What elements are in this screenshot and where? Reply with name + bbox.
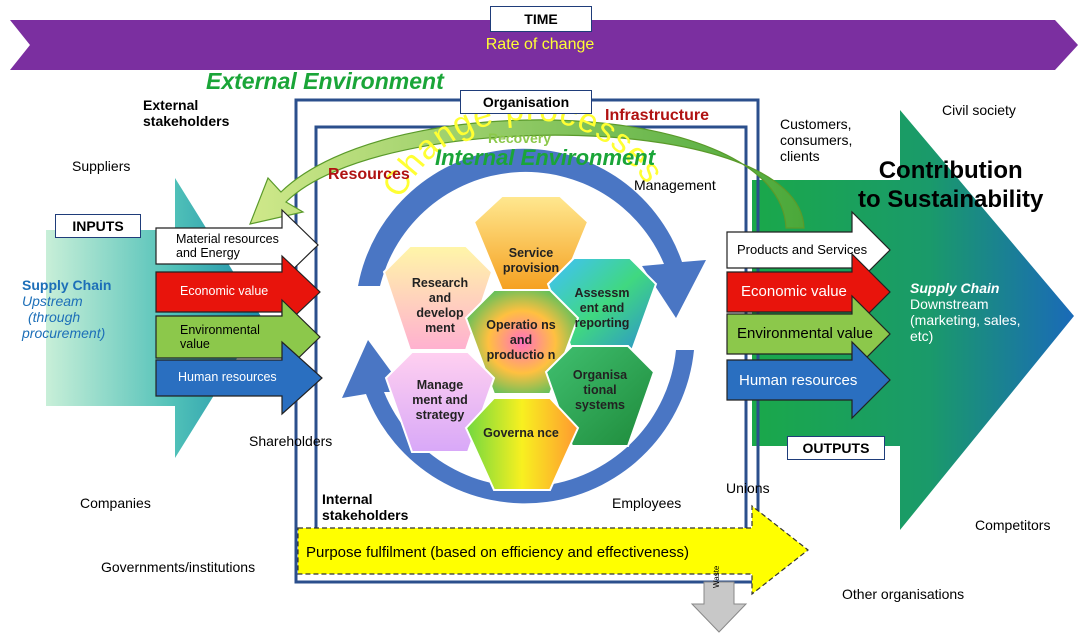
internal-environment-label: Internal Environment: [435, 145, 656, 170]
downstream-supply-chain: Supply Chain Downstream (marketing, sale…: [910, 280, 1021, 345]
outputs-label: OUTPUTS: [787, 436, 885, 460]
waste-label: Waste: [712, 565, 721, 588]
customers-label: Customers, consumers, clients: [780, 116, 853, 165]
infrastructure-label: Infrastructure: [605, 107, 710, 124]
inputs-label: INPUTS: [55, 214, 141, 238]
output-human-label: Human resources: [739, 372, 858, 389]
input-economic-label: Economic value: [180, 284, 269, 298]
governments-label: Governments/institutions: [101, 559, 256, 575]
input-human-label: Human resources: [178, 370, 277, 384]
hex-research: [382, 245, 494, 351]
hex-governance: [464, 397, 580, 491]
contribution-to-sustainability: Contribution to Sustainability: [858, 157, 1044, 213]
input-environmental-label: Environmental value: [180, 323, 260, 352]
input-arrow-human: [155, 340, 323, 416]
input-arrow-economic: [155, 254, 321, 330]
contribution-arrow: [752, 110, 1074, 530]
rate-of-change: Rate of change: [485, 36, 595, 53]
organisation-label: Organisation: [460, 90, 592, 114]
hex-operations-label: Operatio ns and productio n: [486, 318, 556, 362]
hex-organisational-label: Organisa tional systems: [572, 368, 628, 412]
upstream-supply-chain: Supply Chain Upstream (through procureme…: [22, 277, 112, 342]
time-arrow: [10, 20, 1078, 70]
companies-label: Companies: [80, 495, 151, 511]
input-arrow-environmental: [155, 298, 321, 376]
hex-assessment-label: Assessm ent and reporting: [574, 286, 630, 330]
input-material-label: Material resources and Energy: [176, 232, 279, 261]
recovery-arrow: [249, 119, 805, 229]
competitors-label: Competitors: [975, 517, 1051, 533]
time-label: TIME: [490, 6, 592, 32]
output-economic-label: Economic value: [741, 283, 847, 300]
output-arrow-products: [726, 210, 891, 290]
external-stakeholders-label: External stakeholders: [143, 97, 230, 130]
input-arrow-material: [155, 208, 319, 282]
output-environmental-label: Environmental value: [737, 325, 873, 342]
internal-stakeholders-label: Internal stakeholders: [322, 491, 409, 524]
external-environment-label: External Environment: [206, 68, 444, 94]
hex-management-label: Manage ment and strategy: [412, 378, 468, 422]
output-arrow-environmental: [726, 294, 891, 374]
civil-society-label: Civil society: [942, 102, 1016, 118]
employees-label: Employees: [612, 495, 682, 511]
shareholders-label: Shareholders: [249, 433, 333, 449]
suppliers-label: Suppliers: [72, 158, 131, 174]
output-arrow-human: [726, 340, 891, 420]
hex-organisational: [544, 345, 656, 447]
purpose-arrow: [297, 504, 809, 596]
other-organisations-label: Other organisations: [842, 586, 965, 602]
output-products-label: Products and Services: [737, 242, 868, 257]
purpose-fulfilment-label: Purpose fulfilment (based on efficiency …: [306, 544, 689, 561]
management-label: Management: [634, 177, 716, 193]
hex-research-label: Research and develop ment: [411, 276, 469, 335]
unions-label: Unions: [726, 480, 770, 496]
hex-service-label: Service provision: [502, 246, 560, 275]
recovery-label: Recovery: [488, 130, 552, 146]
resources-label: Resources: [328, 166, 410, 183]
change-cycle-arrow-top: [358, 148, 706, 318]
hex-governance-label: Governa nce: [483, 426, 559, 440]
change-cycle-arrow-bottom: [342, 340, 694, 504]
output-arrow-economic: [726, 252, 891, 332]
waste-arrow: [690, 581, 748, 633]
